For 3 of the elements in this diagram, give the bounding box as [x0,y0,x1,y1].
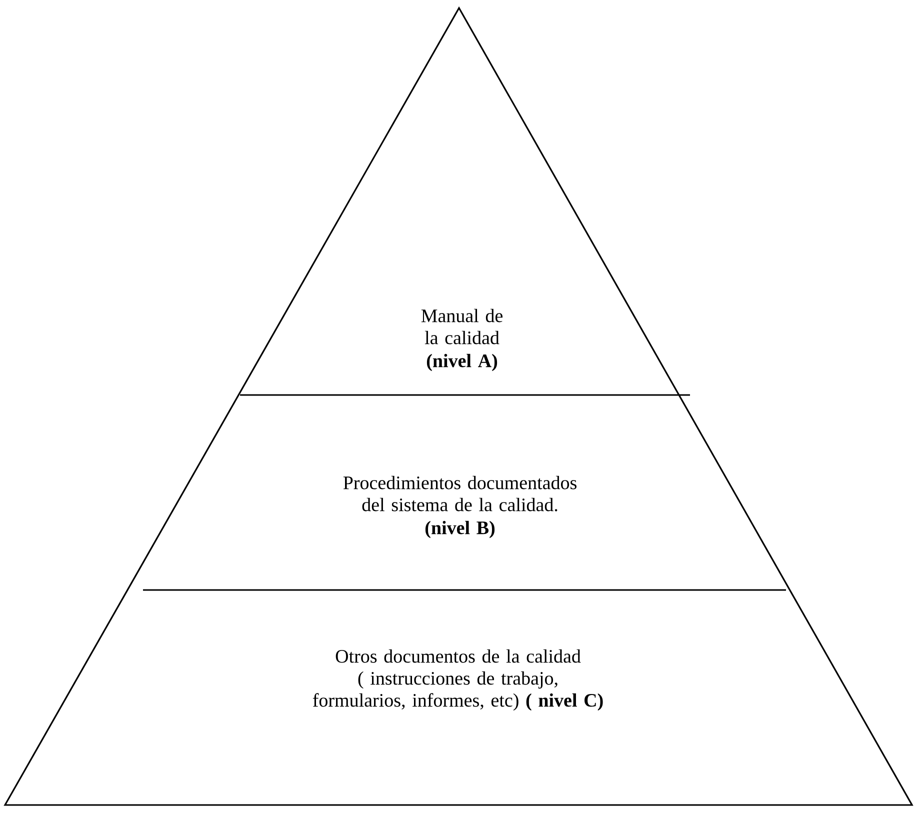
level-text: Otros documentos de la calidad ( instrucciones de trabajo, formularios, informes, etc) ( nivel C) [312,649,603,711]
level-text: Manual de la calidad (nivel A) [421,308,502,372]
level-text: Procedimientos documentados del sistema de la calidad. (nivel B) [343,476,576,538]
